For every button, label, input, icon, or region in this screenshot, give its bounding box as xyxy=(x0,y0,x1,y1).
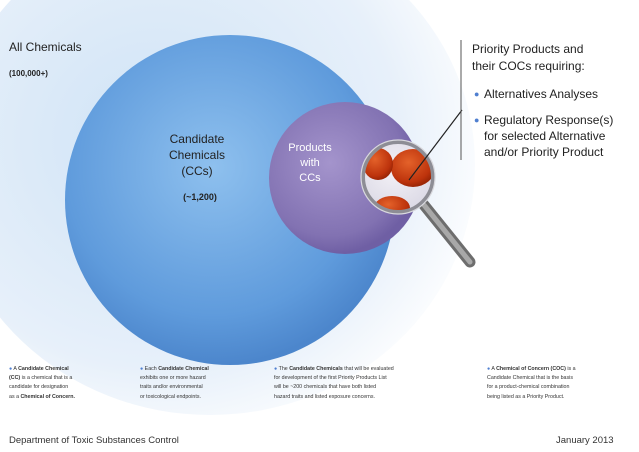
callout-bullet-2-line2: for selected Alternative xyxy=(484,129,606,143)
cc-label-line3: (CCs) xyxy=(181,164,213,178)
note-candidate-chemical: ● A Candidate Chemical (CC) is a chemica… xyxy=(9,366,75,400)
callout-bullet-2: ● Regulatory Response(s) for selected Alt… xyxy=(474,112,638,160)
products-with-ccs-circle xyxy=(269,102,421,254)
prod-label-line1: Products xyxy=(288,142,332,154)
callout-bullet-1-text: Alternatives Analyses xyxy=(484,87,599,101)
all-chemicals-title: All Chemicals xyxy=(9,40,82,54)
callout-heading: Priority Products and their COCs requiri… xyxy=(472,41,638,75)
all-chemicals-count: (100,000+) xyxy=(9,69,48,78)
candidate-chemicals-count: (~1,200) xyxy=(183,192,217,202)
prod-label-line2: with xyxy=(300,157,320,169)
cc-label-line1: Candidate xyxy=(169,132,225,146)
callout-bullet-2-line1: Regulatory Response(s) xyxy=(484,113,614,127)
footer-date: January 2013 xyxy=(556,435,614,446)
candidate-chemicals-label: Candidate Chemicals (CCs) xyxy=(150,131,244,179)
note-chemical-of-concern: ● A Chemical of Concern (COC) is a Candi… xyxy=(487,366,576,400)
bullet-icon: ● xyxy=(474,89,480,99)
products-with-ccs-label: Products with CCs xyxy=(281,141,339,186)
prod-label-line3: CCs xyxy=(299,172,321,184)
callout-heading-line1: Priority Products and xyxy=(472,42,584,56)
note-candidate-chemicals-evaluated: ● The Candidate Chemicals that will be e… xyxy=(274,366,394,400)
callout-bullet-1: ● Alternatives Analyses xyxy=(474,86,598,102)
callout-bullet-2-line3: and/or Priority Product xyxy=(484,145,604,159)
note-each-candidate-chemical: ● Each Candidate Chemical exhibits one o… xyxy=(140,366,209,400)
magnifying-glass-icon xyxy=(360,139,476,268)
footer-organization: Department of Toxic Substances Control xyxy=(9,435,179,446)
callout-heading-line2: their COCs requiring: xyxy=(472,59,585,73)
cc-label-line2: Chemicals xyxy=(168,148,225,162)
bullet-icon: ● xyxy=(474,115,480,125)
callout-pointer xyxy=(408,109,463,181)
